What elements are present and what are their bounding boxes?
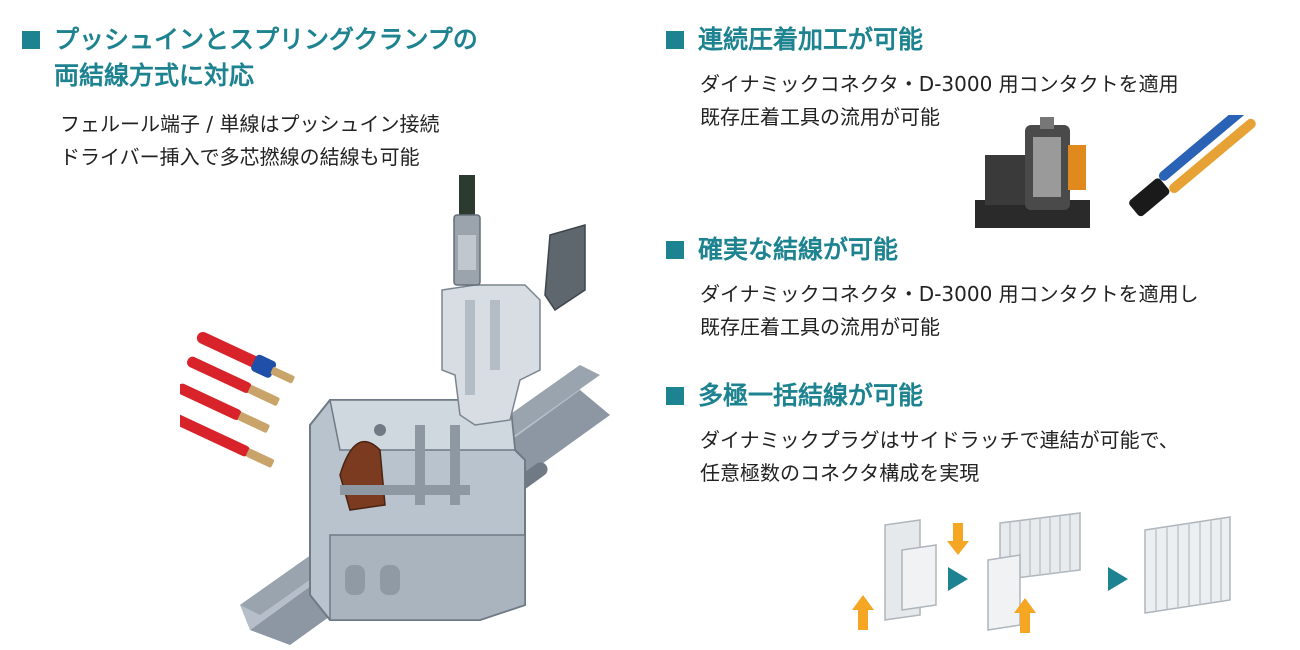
feature-1-desc-1: ダイナミックコネクタ・D-3000 用コンタクトを適用 — [700, 72, 1179, 96]
down-arrow-icon — [947, 523, 969, 555]
feature-2-heading: 確実な結線が可能 — [666, 232, 898, 268]
play-arrow-icon — [1108, 567, 1128, 591]
single-plug-pair — [884, 519, 937, 621]
feature-3-desc-2: 任意極数のコネクタ構成を実現 — [700, 461, 980, 485]
up-arrow-icon — [852, 595, 874, 630]
left-heading: プッシュインとスプリングクランプの — [22, 22, 478, 58]
feature-3-desc-1: ダイナミックプラグはサイドラッチで連結が可能で、 — [700, 428, 1179, 452]
feature-3-heading: 多極一括結線が可能 — [666, 378, 923, 414]
left-desc-1: フェルール端子 / 単線はプッシュイン接続 — [60, 112, 440, 136]
square-bullet-icon — [666, 31, 684, 49]
feature-2-desc-2: 既存圧着工具の流用が可能 — [700, 315, 940, 339]
feature-1-heading-text: 連続圧着加工が可能 — [698, 25, 924, 54]
feature-1-desc-2: 既存圧着工具の流用が可能 — [700, 105, 940, 129]
feature-2-heading-text: 確実な結線が可能 — [698, 235, 899, 264]
square-bullet-icon — [22, 31, 40, 49]
feature-3-heading-text: 多極一括結線が可能 — [698, 381, 924, 410]
left-desc-2: ドライバー挿入で多芯撚線の結線も可能 — [60, 145, 420, 169]
up-arrow-icon — [1014, 598, 1036, 633]
left-heading-line1: プッシュインとスプリングクランプの — [54, 25, 478, 54]
play-arrow-icon — [948, 567, 968, 591]
square-bullet-icon — [666, 387, 684, 405]
square-bullet-icon — [666, 241, 684, 259]
terminal-block-illustration — [180, 175, 610, 645]
left-heading-line2: 両結線方式に対応 — [54, 61, 255, 90]
multi-plug-block-2 — [1144, 516, 1231, 614]
crimp-tools-illustration — [975, 115, 1256, 228]
plug-linking-illustration — [852, 512, 1231, 633]
feature-2-desc-1: ダイナミックコネクタ・D-3000 用コンタクトを適用し — [700, 282, 1199, 306]
feature-1-heading: 連続圧着加工が可能 — [666, 22, 923, 58]
